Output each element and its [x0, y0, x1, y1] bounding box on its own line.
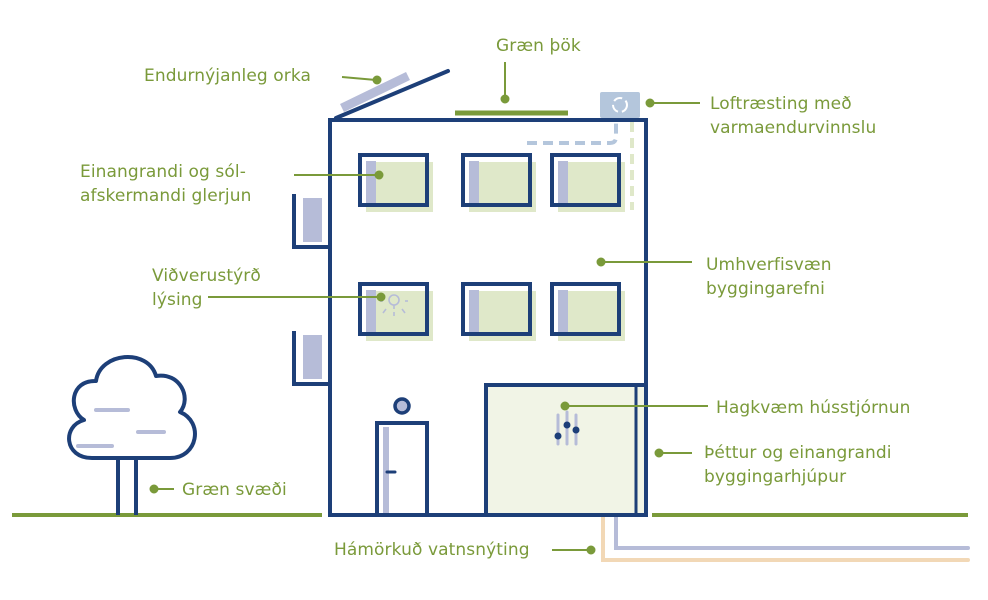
door-frame	[375, 421, 429, 515]
tree	[67, 355, 197, 515]
label-green-roof: Græn þök	[496, 36, 581, 56]
leader-dot-green-areas	[149, 484, 159, 494]
label-ventilation-line-2: varmaendurvinnslu	[710, 118, 877, 138]
window-glare	[469, 161, 479, 207]
label-lighting-line-1: Viðverustýrð	[152, 266, 261, 286]
light-bulb-icon	[380, 294, 408, 316]
leader-dot-glazing	[374, 170, 384, 180]
ventilation-unit	[527, 92, 640, 210]
window-glare	[366, 161, 376, 207]
garage-outline	[484, 383, 644, 515]
leader-dot-solar	[372, 75, 382, 85]
window-glare	[469, 290, 479, 336]
leader-dot-lighting	[376, 292, 386, 302]
tree-shading	[76, 408, 166, 448]
solar-panels	[334, 69, 450, 120]
window-frame	[550, 282, 621, 336]
label-materials: Umhverfisvæn byggingarefni	[706, 253, 832, 301]
window-glare	[366, 290, 376, 336]
label-lighting: Viðverustýrð lýsing	[152, 264, 261, 312]
tree-crown	[67, 355, 197, 460]
leader-dot-materials	[596, 257, 606, 267]
balconies	[292, 194, 330, 386]
label-glazing-line-2: afskermandi glerjun	[80, 186, 252, 206]
balcony-frame-bottom	[292, 331, 330, 386]
window-glare	[558, 290, 568, 336]
label-renewable-energy: Endurnýjanleg orka	[144, 66, 312, 86]
label-glazing-line-1: Einangrandi og sól-	[80, 162, 246, 182]
window-frame	[461, 282, 532, 336]
label-ventilation: Loftræsting með varmaendurvinnslu	[710, 92, 876, 140]
leader-lines	[149, 62, 708, 555]
leader-solar	[341, 76, 377, 81]
window-3	[550, 153, 625, 212]
label-ventilation-line-1: Loftræsting með	[710, 94, 852, 114]
ventilation-duct-blue	[527, 120, 618, 145]
label-materials-line-1: Umhverfisvæn	[706, 255, 832, 275]
balcony-glass-bottom	[303, 335, 322, 379]
balcony-glass-top	[303, 198, 322, 242]
label-water: Hámörkuð vatnsnýting	[334, 540, 530, 560]
label-envelope-line-2: byggingarhjúpur	[704, 467, 847, 487]
leader-dot-building-control	[560, 401, 570, 411]
door-panel	[389, 427, 425, 513]
balcony-frame-top	[292, 194, 330, 249]
slider-control-icon	[554, 410, 580, 446]
leader-dot-green-roof	[500, 94, 510, 104]
window-6	[550, 282, 625, 341]
label-building-control: Hagkvæm hússtjórnun	[716, 398, 911, 418]
label-glazing: Einangrandi og sól- afskermandi glerjun	[80, 160, 251, 208]
window-4	[358, 282, 433, 341]
entrance-door	[375, 397, 429, 515]
window-5	[461, 282, 536, 341]
label-materials-line-2: byggingarefni	[706, 279, 825, 299]
window-frame	[358, 153, 429, 207]
label-green-areas: Græn svæði	[182, 480, 287, 500]
windows	[358, 153, 625, 341]
window-frame	[358, 282, 429, 336]
door-lamp	[393, 397, 411, 415]
label-envelope-line-1: Þéttur og einangrandi	[704, 443, 892, 463]
leader-dot-envelope	[654, 448, 664, 458]
solar-panel-shadow	[340, 71, 410, 113]
window-1	[358, 153, 433, 212]
window-2	[461, 153, 536, 212]
ventilation-box	[600, 92, 640, 118]
window-glare	[558, 161, 568, 207]
leader-dot-water	[586, 545, 596, 555]
leader-dot-ventilation	[645, 98, 655, 108]
window-frame	[550, 153, 621, 207]
window-frame	[461, 153, 532, 207]
label-envelope: Þéttur og einangrandi byggingarhjúpur	[704, 441, 892, 489]
solar-panel	[334, 69, 450, 120]
recycle-fan-icon	[612, 97, 628, 113]
label-lighting-line-2: lýsing	[152, 290, 203, 310]
